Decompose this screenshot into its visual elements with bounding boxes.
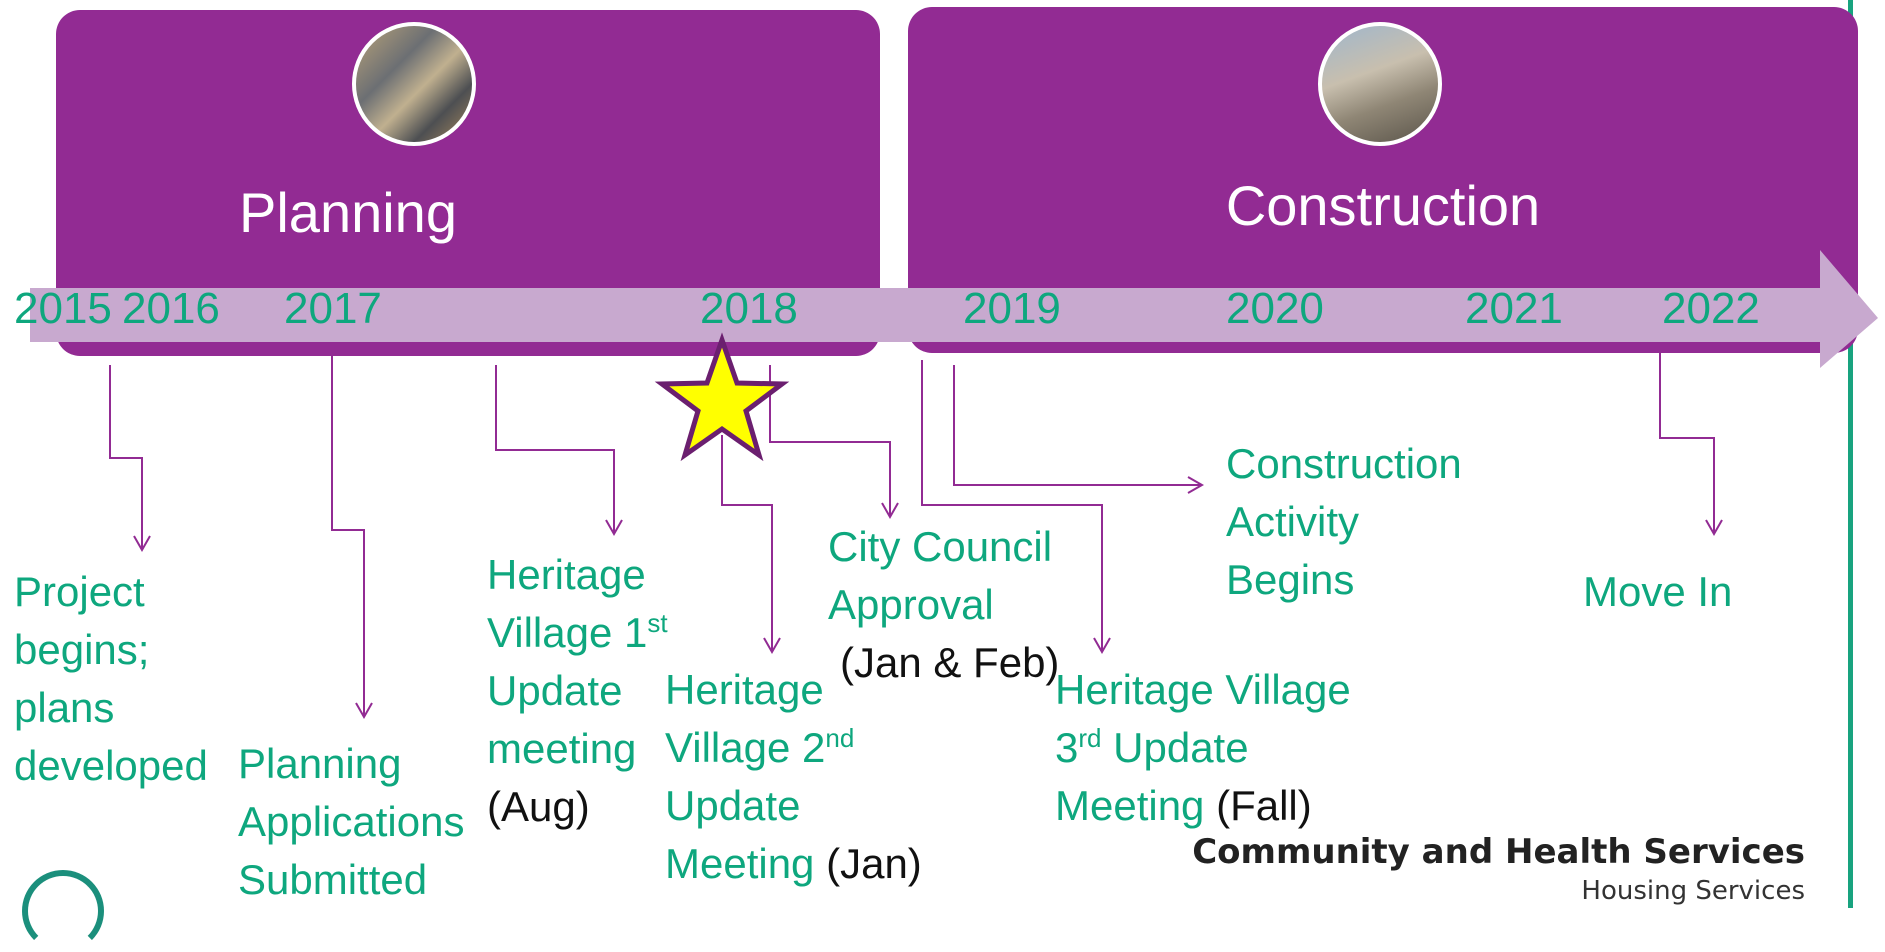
connector-heritage-2 [721,435,773,650]
year-2015: 2015 [14,284,112,333]
year-2022: 2022 [1662,284,1760,333]
connector-heritage-1 [495,365,615,532]
year-2019: 2019 [963,284,1061,333]
milestone-project-begins: Project begins; plans developed [14,568,208,789]
footer-organization: Community and Health Services [1192,832,1805,872]
milestone-heritage-1: Heritage Village 1st Update meeting (Aug… [487,551,668,830]
year-2021: 2021 [1465,284,1563,333]
phase-planning-title: Planning [239,181,457,244]
connector-move-in [1659,342,1715,532]
milestone-move-in: Move In [1583,568,1733,615]
year-2016: 2016 [122,284,220,333]
connector-construction-begins [953,365,1200,486]
milestone-construction-begins: Construction Activity Begins [1226,440,1462,603]
arrowhead-heritage-2 [763,637,781,655]
right-border-rule [1848,0,1853,908]
arrowhead-construction-begins [1187,476,1205,494]
arrowhead-council [881,502,899,520]
arrowhead-planning-apps [355,702,373,720]
logo-icon [22,870,104,952]
year-2017: 2017 [284,284,382,333]
milestone-heritage-3: Heritage Village 3rd Update Meeting (Fal… [1055,666,1351,829]
arrowhead-project-begins [133,535,151,553]
arrowhead-heritage-3 [1093,637,1111,655]
arrowhead-heritage-1 [605,519,623,537]
construction-building-photo [1318,22,1442,146]
planning-building-photo [352,22,476,146]
year-2018: 2018 [700,284,798,333]
star-icon [654,332,790,462]
year-2020: 2020 [1226,284,1324,333]
connector-project-begins [109,365,143,548]
timeline-arrow [30,250,1878,368]
footer-department: Housing Services [1581,876,1805,906]
phase-construction-title: Construction [1225,174,1541,237]
connector-planning-apps [331,345,365,715]
arrowhead-move-in [1705,519,1723,537]
connector-heritage-3 [921,360,1103,650]
timeline-graphic [30,250,1878,720]
milestone-planning-applications: Planning Applications Submitted [238,740,465,903]
connector-council [769,365,891,515]
milestone-city-council: City Council Approval (Jan & Feb) [828,523,1060,686]
milestone-heritage-2: Heritage Village 2nd Update Meeting (Jan… [665,666,922,887]
